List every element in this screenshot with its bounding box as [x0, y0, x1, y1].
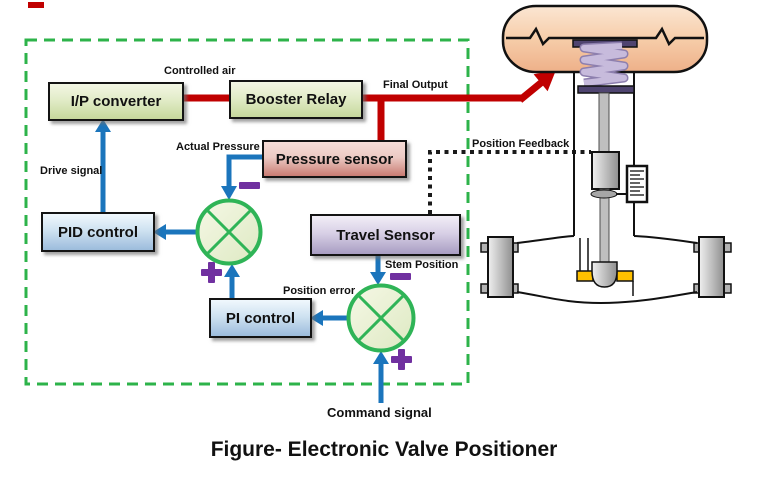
arrowhead-into-junction2 [370, 272, 386, 285]
position-feedback-dotted-line [428, 150, 591, 214]
valve-seat-right [616, 270, 634, 282]
block-ip-converter-label: I/P converter [70, 93, 162, 110]
label-drive-signal: Drive signal [40, 165, 103, 177]
label-final-output: Final Output [383, 79, 448, 91]
block-pid-control-label: PID control [57, 223, 138, 241]
junction2-minus-sign [390, 273, 411, 280]
stem-pickup-block [591, 151, 620, 190]
body-bottom-curve [516, 291, 698, 305]
junction1-plus-sign [201, 262, 222, 283]
body-top-left-curve [516, 235, 575, 244]
valve-seat-left [576, 270, 594, 282]
block-pressure-sensor: Pressure sensor [262, 140, 407, 178]
block-pi-control-label: PI control [225, 309, 296, 327]
arrowhead-to-actuator [533, 70, 556, 92]
stem-collar [590, 189, 618, 199]
junction1-minus-sign [239, 182, 260, 189]
label-stem-position: Stem Position [385, 259, 459, 271]
arrowhead-into-pi [310, 310, 323, 326]
flange-left [480, 236, 519, 298]
block-travel-sensor: Travel Sensor [310, 214, 461, 256]
pneumatic-lines [180, 70, 556, 141]
junction2-x2 [356, 293, 406, 343]
flange-right [693, 236, 732, 298]
position-summing-junction [346, 283, 416, 353]
arrowhead-junction1-plus [224, 264, 240, 277]
spring-plate-bottom [577, 85, 635, 94]
diaphragm-line [506, 26, 704, 47]
block-ip-converter: I/P converter [48, 82, 184, 121]
arrowhead-into-junction1 [221, 186, 237, 200]
pressure-summing-junction [195, 198, 263, 266]
line-actual-pressure [226, 154, 262, 191]
label-controlled-air: Controlled air [164, 65, 236, 77]
arrowhead-junction2-plus [373, 351, 389, 364]
label-actual-pressure: Actual Pressure [176, 141, 260, 153]
block-booster-relay-label: Booster Relay [245, 91, 347, 108]
arrowhead-into-pid [153, 224, 166, 240]
block-travel-sensor-label: Travel Sensor [336, 226, 435, 244]
figure-caption: Figure- Electronic Valve Positioner [210, 438, 558, 461]
junction1-x2 [205, 208, 253, 256]
block-pi-control: PI control [209, 298, 312, 338]
label-command-signal: Command signal [327, 405, 432, 420]
spring-coil [581, 43, 627, 86]
valve-stem-upper [598, 92, 610, 153]
label-position-error: Position error [283, 285, 356, 297]
body-top-right-curve [633, 235, 698, 244]
arrowhead-into-ip-converter [95, 119, 111, 132]
label-position-feedback: Position Feedback [472, 138, 570, 150]
valve-plug [591, 261, 618, 288]
valve-stem-lower [599, 188, 610, 268]
valve-illustration [480, 4, 732, 305]
red-mark [28, 2, 44, 8]
block-pid-control: PID control [41, 212, 155, 252]
travel-scale-icon [625, 164, 649, 204]
block-pressure-sensor-label: Pressure sensor [275, 150, 394, 168]
block-booster-relay: Booster Relay [229, 80, 363, 119]
line-to-actuator [517, 79, 545, 103]
positioner-boundary-dashed [24, 38, 470, 386]
junction2-plus-sign [391, 349, 412, 370]
